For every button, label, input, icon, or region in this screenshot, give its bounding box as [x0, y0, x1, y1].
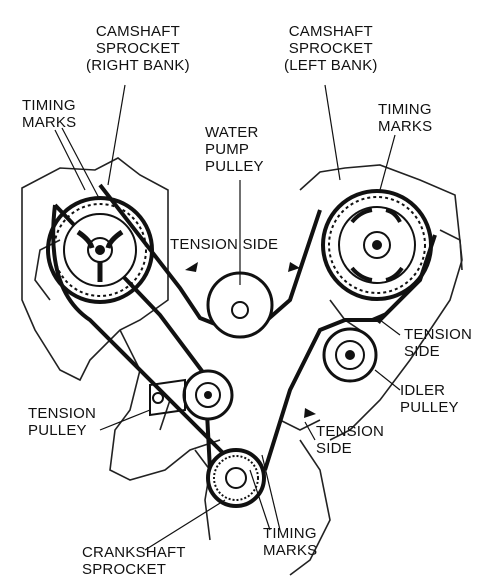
engine-block-outline	[21, 157, 463, 576]
label-line: (RIGHT BANK)	[86, 57, 190, 74]
label-timing-marks-bottom: TIMING MARKS	[263, 525, 317, 559]
label-tension-pulley: TENSION PULLEY	[28, 405, 96, 439]
tension-side-arrows	[185, 262, 386, 418]
label-line: TIMING	[378, 101, 432, 118]
label-line: MARKS	[378, 118, 433, 135]
label-line: PULLEY	[28, 422, 87, 439]
label-line: SPROCKET	[95, 40, 180, 57]
label-line: PULLEY	[400, 399, 459, 416]
label-tension-side-right: TENSION SIDE	[404, 326, 472, 360]
label-line: CAMSHAFT	[95, 23, 180, 40]
label-line: SPROCKET	[82, 561, 167, 578]
label-line: CRANKSHAFT	[82, 544, 186, 561]
label-line: WATER	[205, 124, 259, 141]
label-idler-pulley: IDLER PULLEY	[400, 382, 459, 416]
label-line: TIMING	[263, 525, 317, 542]
label-line: TENSION	[28, 405, 97, 422]
label-line: MARKS	[263, 542, 318, 559]
crankshaft-sprocket	[206, 448, 266, 508]
label-line: PUMP	[205, 141, 250, 158]
label-crankshaft-sprocket: CRANKSHAFT SPROCKET	[82, 544, 186, 578]
label-line: SIDE	[316, 440, 352, 457]
label-line: SPROCKET	[288, 40, 373, 57]
label-camshaft-sprocket-left-bank: CAMSHAFT SPROCKET (LEFT BANK)	[284, 23, 378, 74]
label-line: MARKS	[22, 114, 77, 131]
camshaft-sprocket-right-bank	[46, 196, 154, 304]
label-line: TENSION	[316, 423, 385, 440]
label-camshaft-sprocket-right-bank: CAMSHAFT SPROCKET (RIGHT BANK)	[86, 23, 190, 74]
label-tension-side-lower: TENSION SIDE	[316, 423, 384, 457]
label-timing-marks-left: TIMING MARKS	[378, 101, 432, 135]
label-water-pump-pulley: WATER PUMP PULLEY	[205, 124, 264, 175]
label-line: TIMING	[22, 97, 76, 114]
label-line: SIDE	[404, 343, 440, 360]
label-line: TENSION	[404, 326, 473, 343]
label-line: PULLEY	[205, 158, 264, 175]
tension-pulley	[149, 369, 234, 421]
idler-pulley	[322, 327, 378, 383]
camshaft-sprocket-left-bank	[321, 189, 433, 301]
label-line: TENSION SIDE	[170, 236, 279, 253]
label-line: IDLER	[400, 382, 446, 399]
label-timing-marks-right: TIMING MARKS	[22, 97, 76, 131]
label-line: (LEFT BANK)	[284, 57, 378, 74]
label-line: CAMSHAFT	[288, 23, 373, 40]
leader-lines	[54, 84, 401, 551]
label-tension-side-top: TENSION SIDE	[170, 236, 278, 253]
